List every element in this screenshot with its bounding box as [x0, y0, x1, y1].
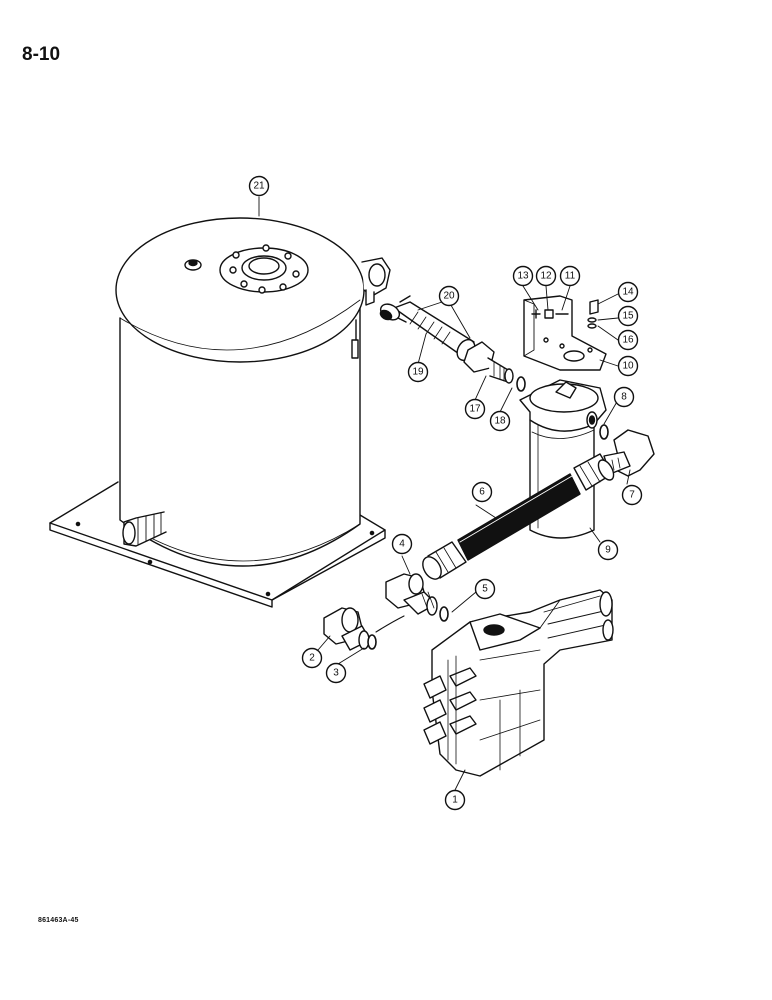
callout-3-label: 3	[333, 668, 339, 679]
adapter-fitting-and-o-ring	[463, 341, 526, 392]
callout-5-label: 5	[482, 584, 488, 595]
callout-10: 10	[617, 355, 639, 377]
callout-12: 12	[535, 265, 557, 287]
callout-4: 4	[391, 533, 413, 555]
hydraulic-hose	[422, 453, 615, 580]
elbow-fitting-upper	[599, 424, 655, 477]
callout-19-label: 19	[412, 367, 424, 378]
callout-14-label: 14	[622, 287, 634, 298]
hydraulic-filter-assembly	[519, 379, 607, 539]
callout-1-label: 1	[452, 795, 458, 806]
callout-10-label: 10	[622, 361, 634, 372]
suction-hose-with-clamps	[379, 295, 476, 362]
callout-13: 13	[512, 265, 534, 287]
figure-code: 861463A-45	[38, 917, 79, 924]
callout-4-label: 4	[399, 539, 405, 550]
control-valve	[423, 589, 614, 777]
callout-17-label: 17	[469, 404, 481, 415]
elbow-fitting-middle	[385, 573, 449, 622]
callout-18: 18	[489, 410, 511, 432]
callout-13-label: 13	[517, 271, 529, 282]
callout-18-label: 18	[494, 416, 506, 427]
hydraulic-reservoir-tank	[49, 217, 391, 608]
callout-7-label: 7	[629, 490, 635, 501]
callout-8-label: 8	[621, 392, 627, 403]
callout-8: 8	[613, 386, 635, 408]
callout-21: 21	[248, 175, 270, 197]
callout-11-label: 11	[565, 271, 576, 282]
callout-12-label: 12	[540, 271, 552, 282]
callout-20-label: 20	[443, 291, 455, 302]
callout-16-label: 16	[622, 335, 634, 346]
callout-17: 17	[464, 398, 486, 420]
callout-19: 19	[407, 361, 429, 383]
callout-bubbles: 1 2 3 4 5 6 7 8 9 10 11 12 13 14 15 16 1…	[248, 175, 643, 811]
callout-14: 14	[617, 281, 639, 303]
callout-16: 16	[617, 329, 639, 351]
callout-11: 11	[559, 265, 581, 287]
page-number: 8-10	[22, 44, 61, 65]
filter-mounting-bracket	[523, 295, 607, 371]
callout-7: 7	[621, 484, 643, 506]
callout-2: 2	[301, 647, 323, 669]
callout-5: 5	[474, 578, 496, 600]
callout-21-label: 21	[253, 181, 265, 192]
callout-3: 3	[325, 662, 347, 684]
callout-2-label: 2	[309, 653, 315, 664]
callout-6: 6	[471, 481, 493, 503]
callout-1: 1	[444, 789, 466, 811]
callout-9-label: 9	[605, 545, 611, 556]
callout-15-label: 15	[622, 311, 634, 322]
callout-20: 20	[438, 285, 460, 307]
elbow-fitting-lower	[323, 607, 405, 651]
callout-15: 15	[617, 305, 639, 327]
callout-9: 9	[597, 539, 619, 561]
callout-6-label: 6	[479, 487, 485, 498]
